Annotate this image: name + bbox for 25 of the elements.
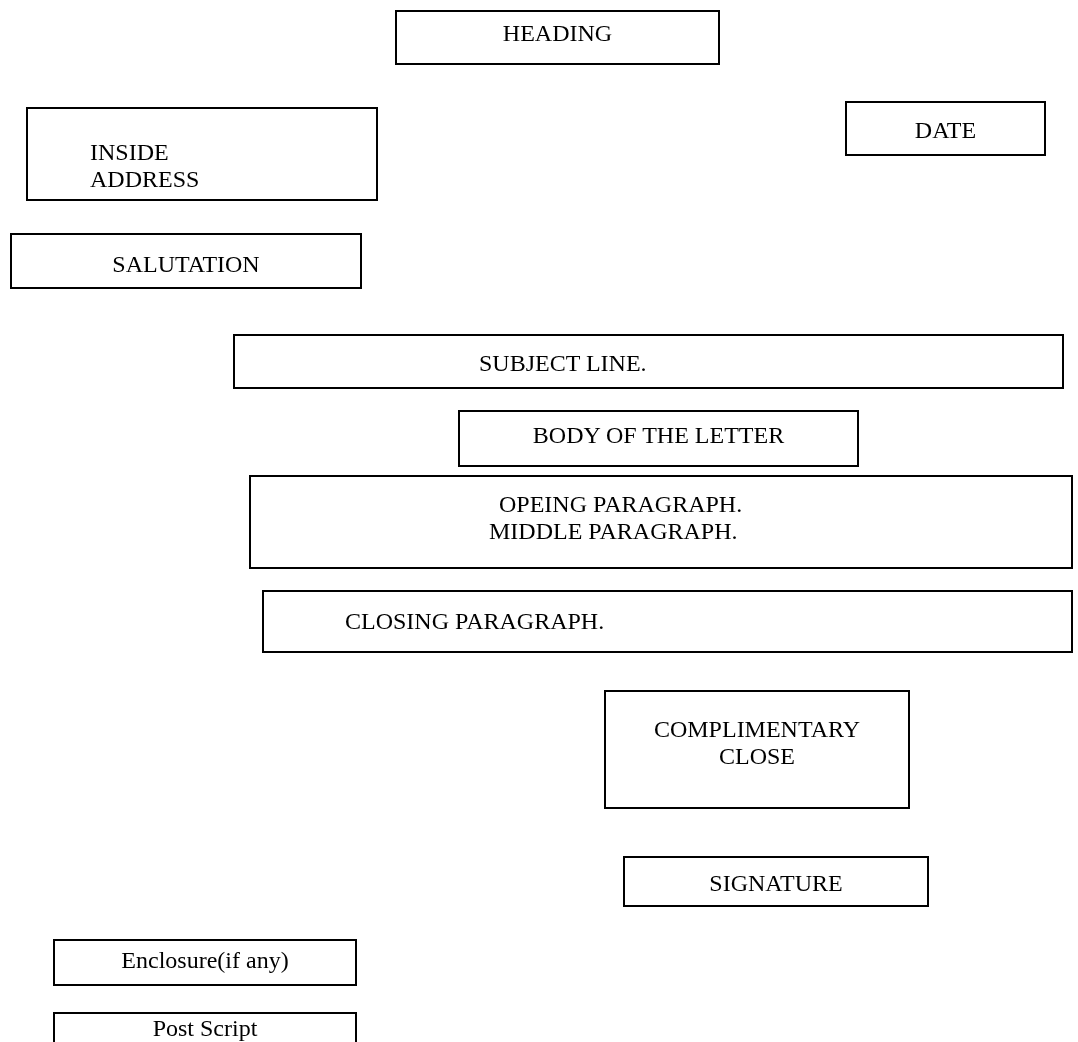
text-box (53, 939, 357, 986)
box-label: HEADING (501, 20, 614, 47)
box-label: OPEING PARAGRAPH. (499, 491, 743, 518)
box-label: SIGNATURE (708, 870, 844, 897)
text-box (10, 233, 362, 289)
box-label: SALUTATION (111, 251, 261, 278)
box-label: Enclosure(if any) (120, 947, 290, 974)
text-box (604, 690, 910, 809)
box-label: SUBJECT LINE. (479, 350, 647, 377)
text-box (249, 475, 1073, 569)
text-box (395, 10, 720, 65)
text-box (233, 334, 1064, 389)
text-box (845, 101, 1046, 156)
box-label: COMPLIMENTARY CLOSE (652, 716, 862, 770)
text-box (53, 1012, 357, 1042)
box-label: DATE (913, 117, 978, 144)
box-label: MIDDLE PARAGRAPH. (489, 518, 738, 545)
box-label: BODY OF THE LETTER (531, 422, 786, 449)
text-box (26, 107, 378, 201)
text-box (458, 410, 859, 467)
text-box (262, 590, 1073, 653)
box-label: CLOSING PARAGRAPH. (345, 608, 605, 635)
text-box (623, 856, 929, 907)
box-label: Post Script (151, 1015, 259, 1042)
box-label: INSIDE ADDRESS (90, 139, 201, 193)
